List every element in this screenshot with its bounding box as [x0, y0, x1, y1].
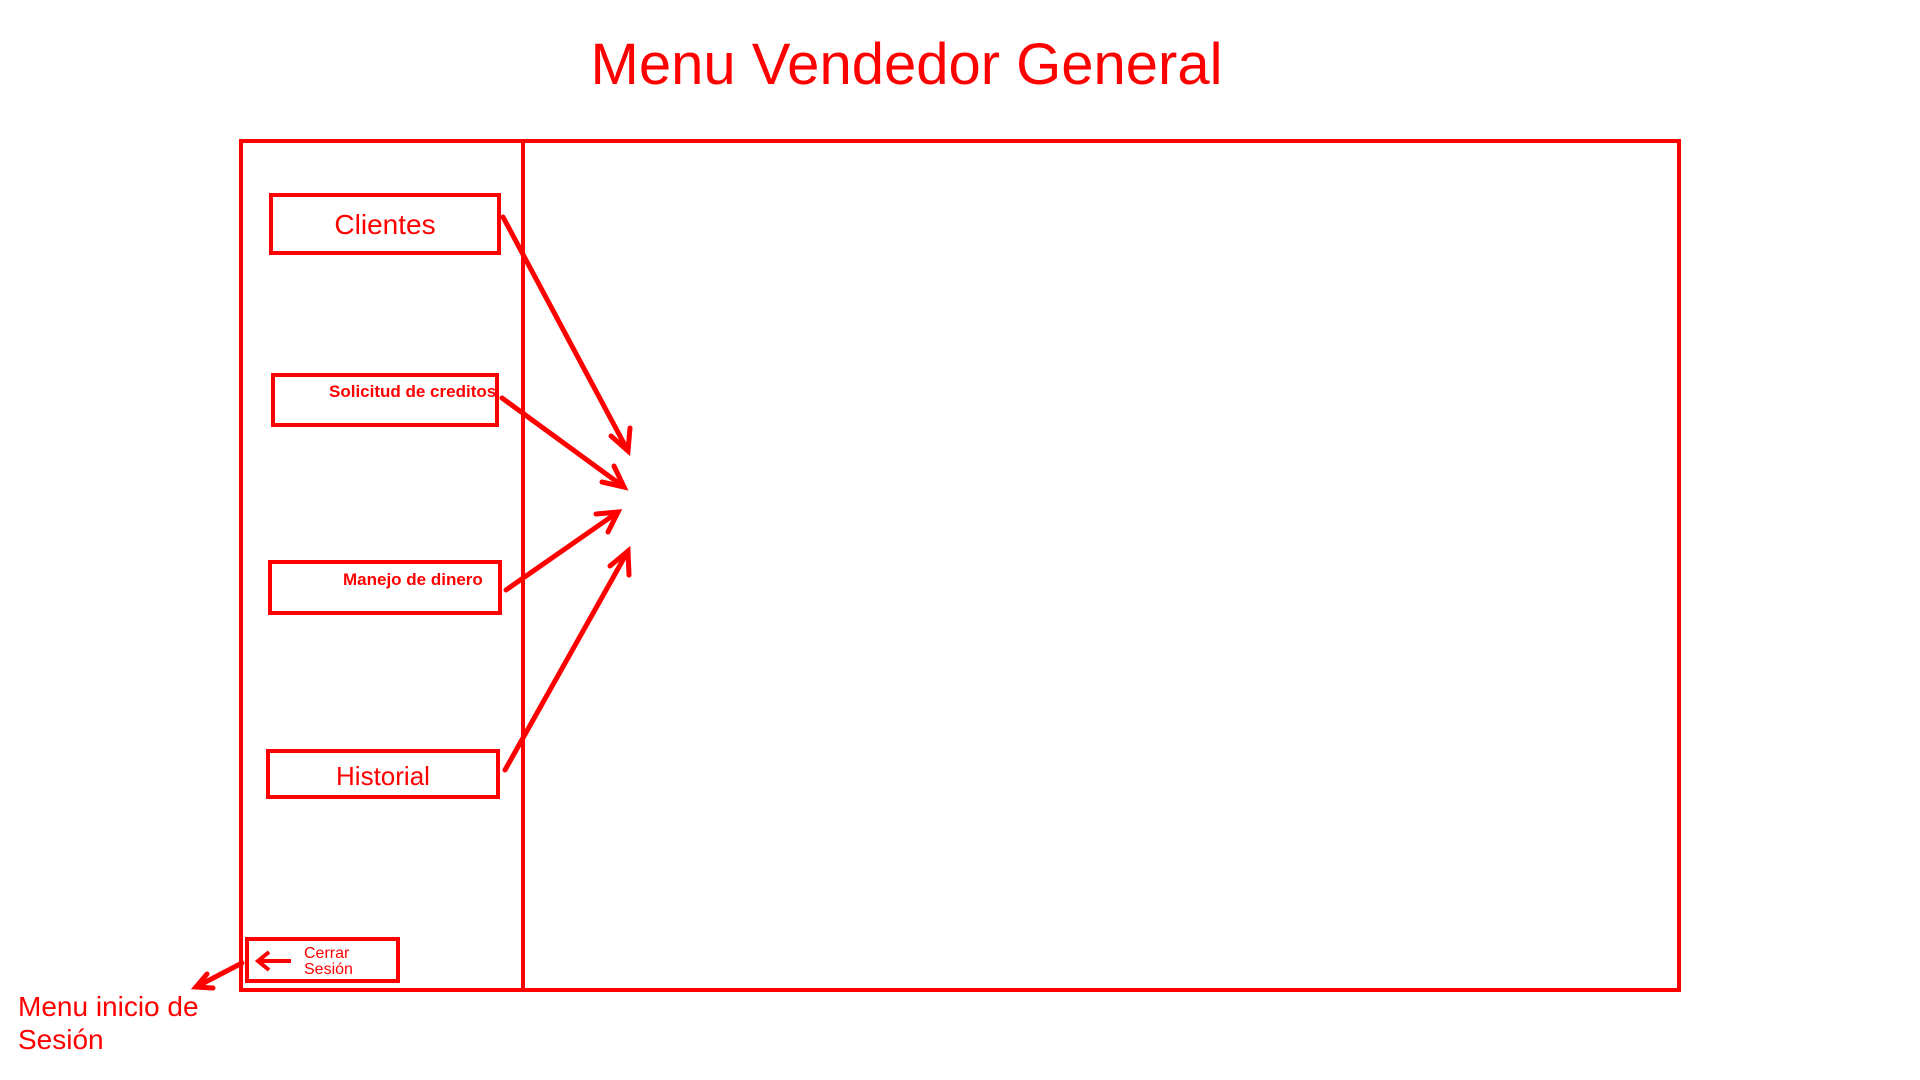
solicitud-de-creditos-button-label: Solicitud de creditos: [329, 382, 497, 401]
clientes-button-label: Clientes: [334, 209, 436, 240]
manejo-de-dinero-button[interactable]: Manejo de dinero: [268, 560, 502, 615]
arrow-left-icon: [255, 950, 291, 972]
page-title: Menu Vendedor General: [590, 32, 1223, 97]
historial-button-label: Historial: [336, 761, 430, 791]
solicitud-de-creditos-button[interactable]: Solicitud de creditos: [271, 373, 499, 427]
arrow-cerrar-to-annotation: [190, 960, 245, 991]
sidebar-divider: [521, 139, 525, 992]
manejo-de-dinero-button-label: Manejo de dinero: [343, 570, 483, 589]
annotation-menu-inicio-de-sesion: Menu inicio de Sesión: [18, 991, 199, 1055]
window-frame: [239, 139, 1681, 992]
cerrar-sesion-button[interactable]: Cerrar Sesión: [245, 937, 400, 983]
clientes-button[interactable]: Clientes: [269, 193, 501, 255]
historial-button[interactable]: Historial: [266, 749, 500, 799]
cerrar-sesion-button-label: Cerrar Sesión: [304, 945, 353, 978]
